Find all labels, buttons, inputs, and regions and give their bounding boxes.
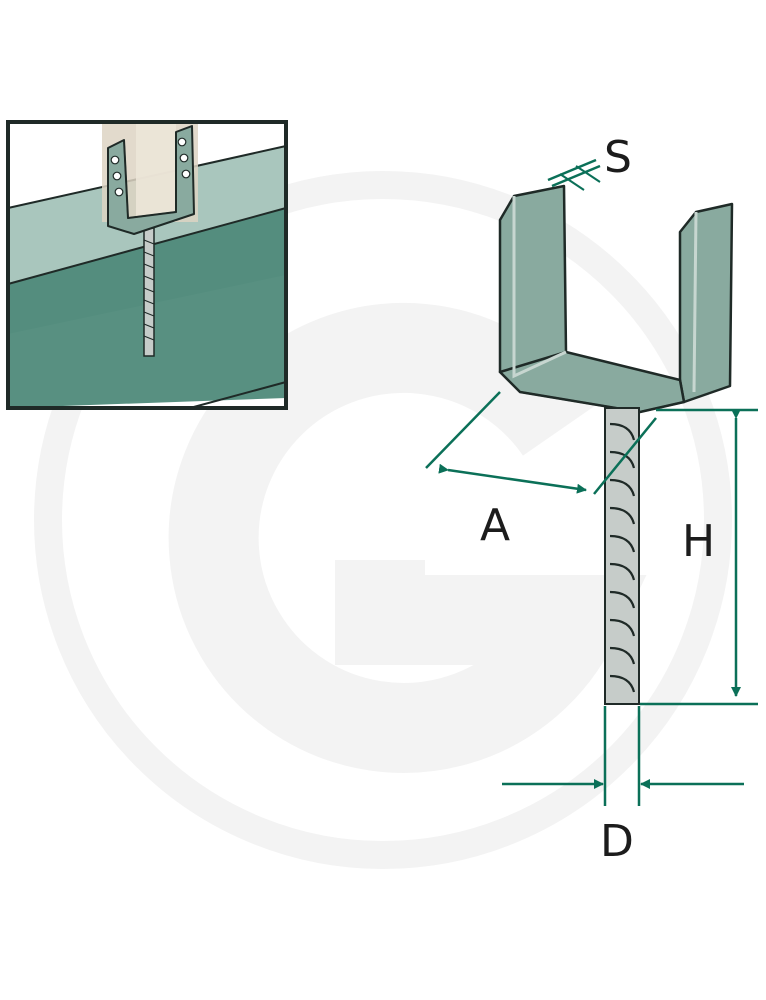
label-d: D — [600, 816, 634, 867]
label-h: H — [682, 516, 715, 567]
threaded-rod — [604, 407, 640, 705]
dimension-d — [502, 706, 744, 806]
dimension-h — [640, 408, 758, 706]
label-a: A — [480, 500, 510, 551]
g-logo-watermark — [34, 171, 732, 869]
dimension-s — [547, 158, 601, 191]
dimension-a — [425, 391, 657, 495]
installation-inset — [6, 120, 288, 410]
u-bracket — [498, 184, 734, 414]
label-s: S — [604, 132, 632, 183]
